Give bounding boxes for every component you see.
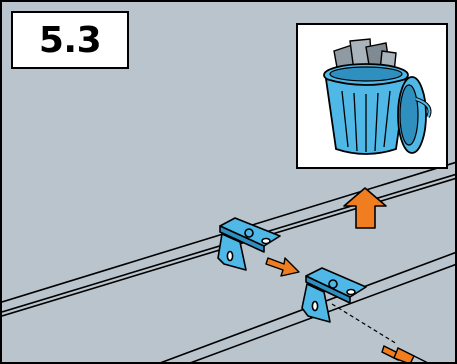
screw xyxy=(381,345,428,362)
step-number-box: 5.3 xyxy=(11,11,129,69)
guide-dashed-line xyxy=(331,303,398,345)
trash-can-icon xyxy=(323,38,432,155)
bracket-lower xyxy=(301,267,367,323)
discard-panel xyxy=(296,23,448,169)
arrow-right-down-icon xyxy=(265,257,300,277)
step-number: 5.3 xyxy=(38,19,102,61)
bracket-upper xyxy=(217,217,281,271)
arrow-up-icon xyxy=(343,187,387,229)
